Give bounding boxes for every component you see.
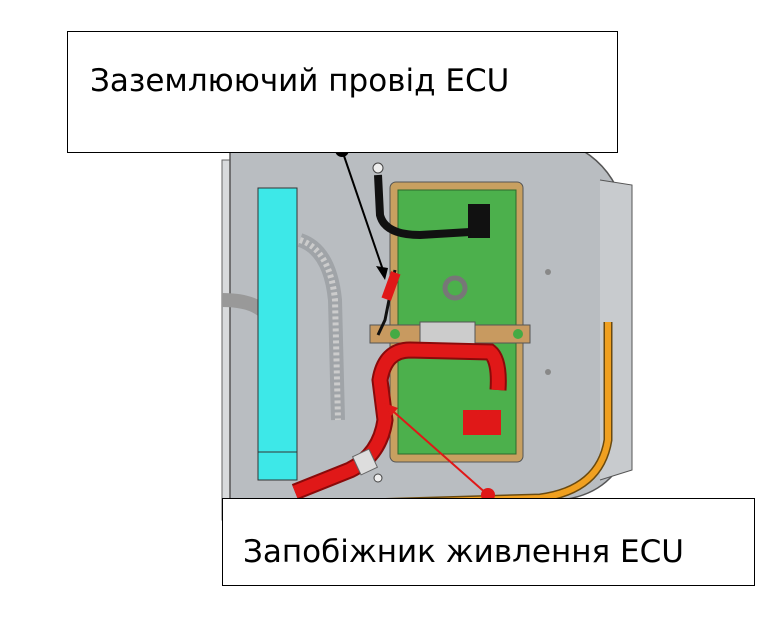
ground-wire-callout: Заземлюючий провід ECU [67,31,618,153]
power-fuse-leader [385,404,489,496]
power-fuse-label: Запобіжник живлення ECU [243,534,684,570]
ground-wire [374,174,471,240]
ground-wire-leader [341,149,386,277]
power-fuse-callout: Запобіжник живлення ECU [222,498,755,586]
ground-wire-label: Заземлюючий провід ECU [90,63,510,99]
cyan-bar [257,187,298,481]
